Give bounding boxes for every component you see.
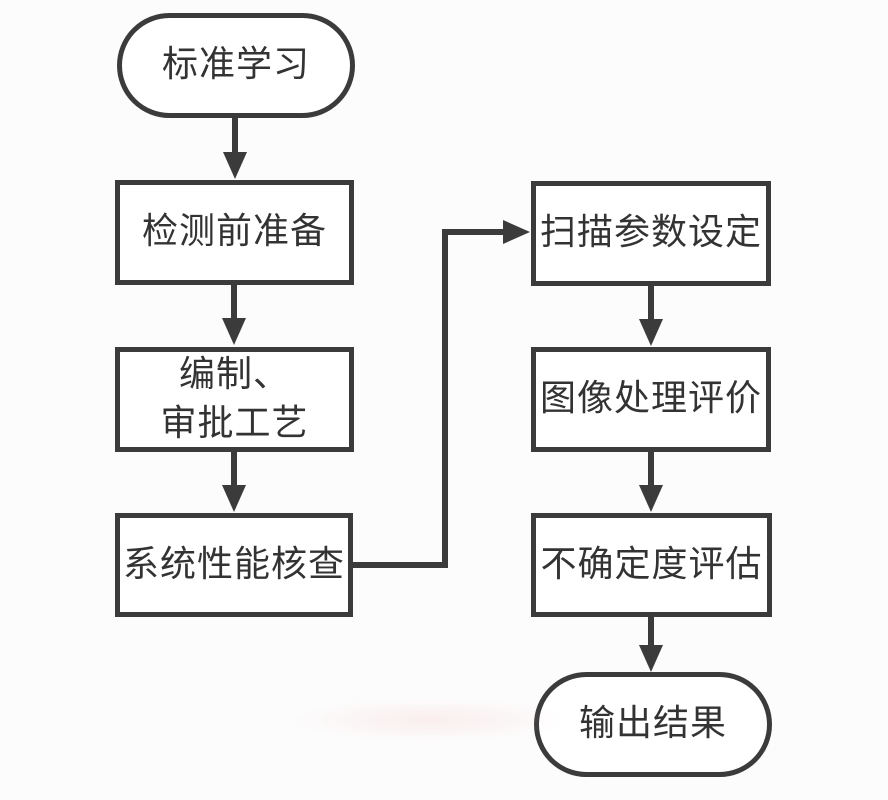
node-uncertainty-evaluation: 不确定度评估 (531, 513, 772, 617)
edge-imageproc-to-uncertainty-arrowhead (639, 485, 663, 512)
edge-prep-to-compile-arrowhead (222, 318, 246, 345)
node-compile-approve-process-label: 编制、 审批工艺 (160, 353, 309, 444)
edge-scan-to-imageproc-line (648, 284, 654, 321)
edge-imageproc-to-uncertainty-line (648, 450, 654, 487)
edge-syscheck-to-scan-segment-out (350, 562, 448, 568)
node-system-performance-check-label: 系统性能核查 (122, 543, 345, 585)
node-scan-parameter-setting: 扫描参数设定 (531, 181, 771, 286)
node-uncertainty-evaluation-label: 不确定度评估 (540, 543, 763, 585)
edge-start-to-prep-line (232, 116, 238, 154)
edge-compile-to-syscheck-line (231, 450, 237, 487)
edge-uncertainty-to-output-line (648, 615, 654, 647)
edge-compile-to-syscheck-arrowhead (222, 485, 246, 512)
node-start-label: 标准学习 (161, 44, 310, 86)
edge-syscheck-to-scan-segment-in (442, 229, 506, 235)
edge-syscheck-to-scan-arrowhead (503, 220, 530, 244)
node-output-result-label: 输出结果 (578, 703, 727, 745)
node-pre-test-preparation: 检测前准备 (115, 180, 354, 285)
watermark-smudge (290, 698, 570, 742)
edge-prep-to-compile-line (231, 283, 237, 320)
node-image-processing-evaluation-label: 图像处理评价 (539, 378, 762, 420)
edge-start-to-prep-arrowhead (223, 152, 247, 179)
edge-syscheck-to-scan-segment-up (442, 229, 448, 568)
node-image-processing-evaluation: 图像处理评价 (531, 347, 771, 452)
node-pre-test-preparation-label: 检测前准备 (141, 211, 327, 253)
node-compile-approve-process: 编制、 审批工艺 (115, 347, 354, 452)
node-start: 标准学习 (117, 13, 355, 118)
edge-scan-to-imageproc-arrowhead (639, 319, 663, 346)
node-output-result: 输出结果 (534, 672, 772, 777)
node-scan-parameter-setting-label: 扫描参数设定 (539, 212, 762, 254)
edge-uncertainty-to-output-arrowhead (639, 645, 663, 672)
node-system-performance-check: 系统性能核查 (115, 513, 353, 617)
